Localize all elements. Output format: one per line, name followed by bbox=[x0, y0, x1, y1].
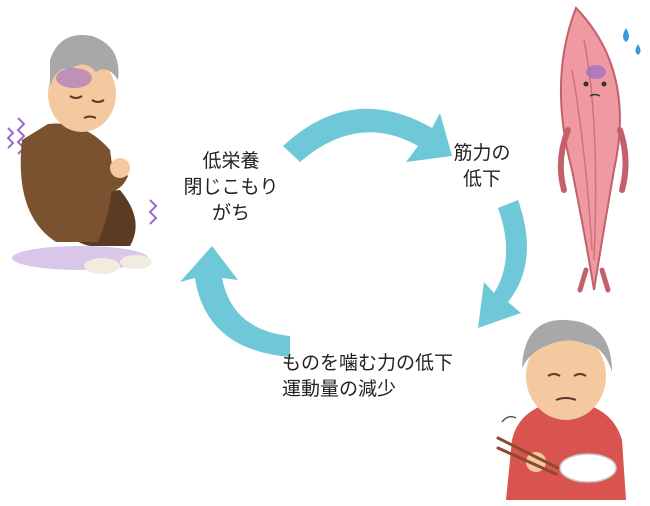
step-label-line: 筋力の bbox=[453, 142, 511, 164]
elderly-woman-chewing-icon bbox=[496, 319, 626, 500]
step-label-line: ものを噛む力の低下 bbox=[282, 352, 454, 374]
arrow-top bbox=[283, 108, 452, 162]
step-label-line: 運動量の減少 bbox=[282, 378, 397, 400]
weak-muscle-character-icon bbox=[557, 6, 641, 293]
step-label-line: がち bbox=[211, 202, 250, 224]
step-label-line: 低栄養 bbox=[202, 150, 260, 172]
step-label-malnutrition: 低栄養 閉じこもり がち bbox=[176, 148, 286, 226]
step-label-chewing-decline: ものを噛む力の低下 運動量の減少 bbox=[282, 350, 453, 402]
sad-elderly-man-icon bbox=[6, 35, 158, 274]
step-label-line: 閉じこもり bbox=[183, 176, 279, 198]
step-label-muscle-weakness: 筋力の 低下 bbox=[445, 140, 519, 192]
arrow-bottom bbox=[180, 246, 290, 357]
arrow-right bbox=[478, 200, 527, 328]
step-label-line: 低下 bbox=[462, 168, 501, 190]
cycle-arrows bbox=[180, 108, 527, 357]
